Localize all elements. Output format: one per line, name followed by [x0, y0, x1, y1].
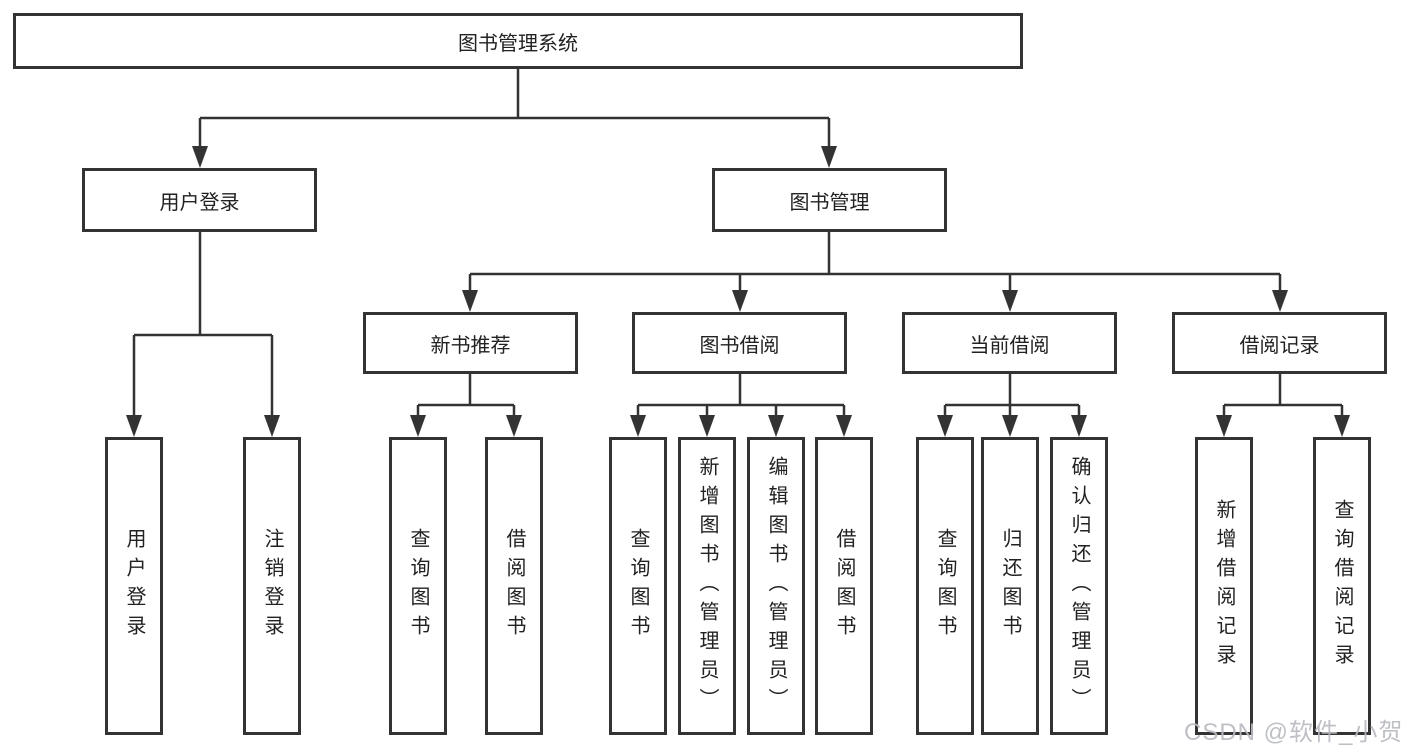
leaf-label: 用户登录 [123, 528, 145, 644]
leaf-confirm-return-admin: 确认归还（管理员） [1050, 437, 1108, 735]
leaf-label: 查询图书 [407, 528, 429, 644]
node-label: 新书推荐 [430, 334, 511, 357]
node-user-login: 用户登录 [82, 168, 317, 232]
leaf-add-book-admin: 新增图书（管理员） [678, 437, 736, 735]
leaf-label: 查询图书 [627, 528, 649, 644]
leaf-label: 编辑图书（管理员） [765, 455, 787, 717]
watermark: CSDN @软件_小贺同学 [1184, 719, 1405, 746]
node-label: 借阅记录 [1239, 334, 1320, 357]
leaf-label: 查询图书 [934, 528, 956, 644]
leaf-logout: 注销登录 [243, 437, 301, 735]
leaf-label: 确认归还（管理员） [1068, 455, 1090, 717]
leaf-query-books-recommend: 查询图书 [389, 437, 447, 735]
node-label: 用户登录 [159, 191, 240, 214]
leaf-borrow-books-recommend: 借阅图书 [485, 437, 543, 735]
leaf-query-borrow-record: 查询借阅记录 [1313, 437, 1371, 735]
leaf-label: 新增借阅记录 [1213, 499, 1235, 673]
node-borrowing-records: 借阅记录 [1172, 312, 1387, 374]
leaf-edit-book-admin: 编辑图书（管理员） [747, 437, 805, 735]
node-book-borrowing: 图书借阅 [632, 312, 847, 374]
node-label: 图书管理系统 [458, 32, 578, 55]
node-library-management-system: 图书管理系统 [13, 13, 1023, 69]
arrowheads [126, 146, 1350, 437]
leaf-query-books-current: 查询图书 [916, 437, 974, 735]
node-new-book-recommendation: 新书推荐 [363, 312, 578, 374]
node-label: 图书管理 [789, 191, 870, 214]
leaf-label: 查询借阅记录 [1331, 499, 1353, 673]
node-current-borrowing: 当前借阅 [902, 312, 1117, 374]
leaf-label: 归还图书 [999, 528, 1021, 644]
leaf-user-login: 用户登录 [105, 437, 163, 735]
leaf-label: 借阅图书 [833, 528, 855, 644]
node-label: 当前借阅 [969, 334, 1050, 357]
leaf-label: 借阅图书 [503, 528, 525, 644]
leaf-add-borrow-record: 新增借阅记录 [1195, 437, 1253, 735]
node-label: 图书借阅 [699, 334, 780, 357]
leaf-label: 新增图书（管理员） [696, 455, 718, 717]
leaf-return-books: 归还图书 [981, 437, 1039, 735]
node-book-management: 图书管理 [712, 168, 947, 232]
leaf-borrow-books-borrowing: 借阅图书 [815, 437, 873, 735]
leaf-query-books-borrowing: 查询图书 [609, 437, 667, 735]
leaf-label: 注销登录 [261, 528, 283, 644]
